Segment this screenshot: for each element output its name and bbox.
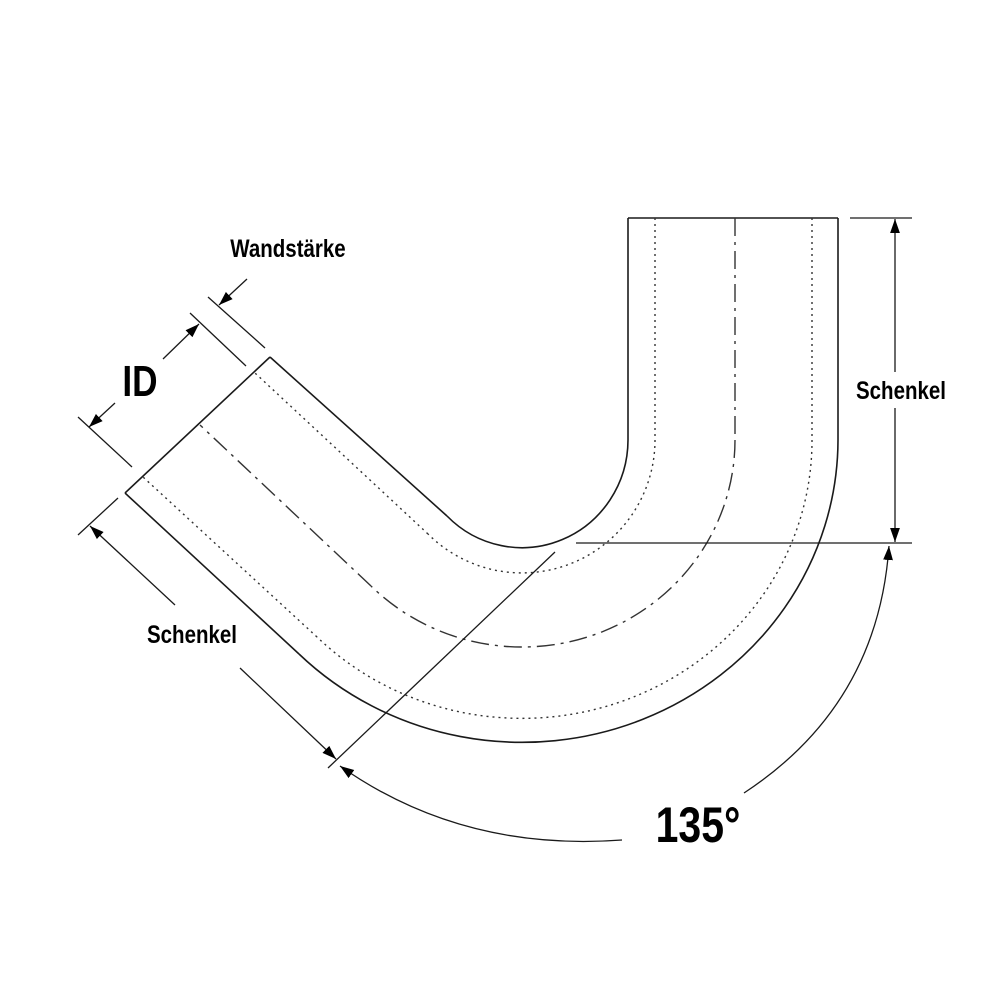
outer-bore-angled <box>142 476 318 638</box>
leg-left-arrow-start <box>89 525 176 606</box>
extension-line <box>189 312 247 367</box>
angle-dimension: 135° <box>339 545 893 853</box>
inner-bore-arc <box>427 439 656 574</box>
vertical-leg <box>627 217 839 440</box>
wall-thickness-label: Wandstärke <box>230 234 345 262</box>
outer-bore-arc <box>316 439 813 720</box>
centerline-angled <box>199 424 372 587</box>
left-leg-dimension: Schenkel <box>77 497 556 769</box>
inner-wall-arc <box>446 439 629 549</box>
id-label: ID <box>122 357 157 406</box>
angle-arc-upper <box>743 545 893 794</box>
leg-right-label: Schenkel <box>856 376 946 404</box>
leg-left-arrow-end <box>239 667 337 760</box>
extension-line <box>207 296 266 349</box>
label-backdrop <box>842 372 960 408</box>
centerline-arc <box>370 439 736 648</box>
extension-line <box>77 497 119 536</box>
angle-label: 135° <box>656 797 741 853</box>
angle-arc-lower <box>339 765 623 843</box>
extension-line <box>77 416 133 468</box>
right-leg-dimension: Schenkel <box>576 217 960 544</box>
id-arrow-lower <box>88 402 116 428</box>
wall-thickness-arrow <box>218 278 248 306</box>
inner-bore-angled <box>254 372 429 535</box>
angled-leg <box>124 356 448 655</box>
wall-thickness-dimension: Wandstärke <box>189 234 346 367</box>
angled-end-cap <box>124 356 271 494</box>
inner-wall-angled <box>269 356 448 517</box>
inner-diameter-dimension: ID <box>77 323 200 468</box>
outer-wall-angled <box>124 492 300 655</box>
bend-section <box>298 439 839 744</box>
id-arrow-upper <box>162 323 200 360</box>
leg-left-label: Schenkel <box>147 620 237 648</box>
extension-line <box>327 551 556 769</box>
outer-wall-arc <box>298 439 839 744</box>
